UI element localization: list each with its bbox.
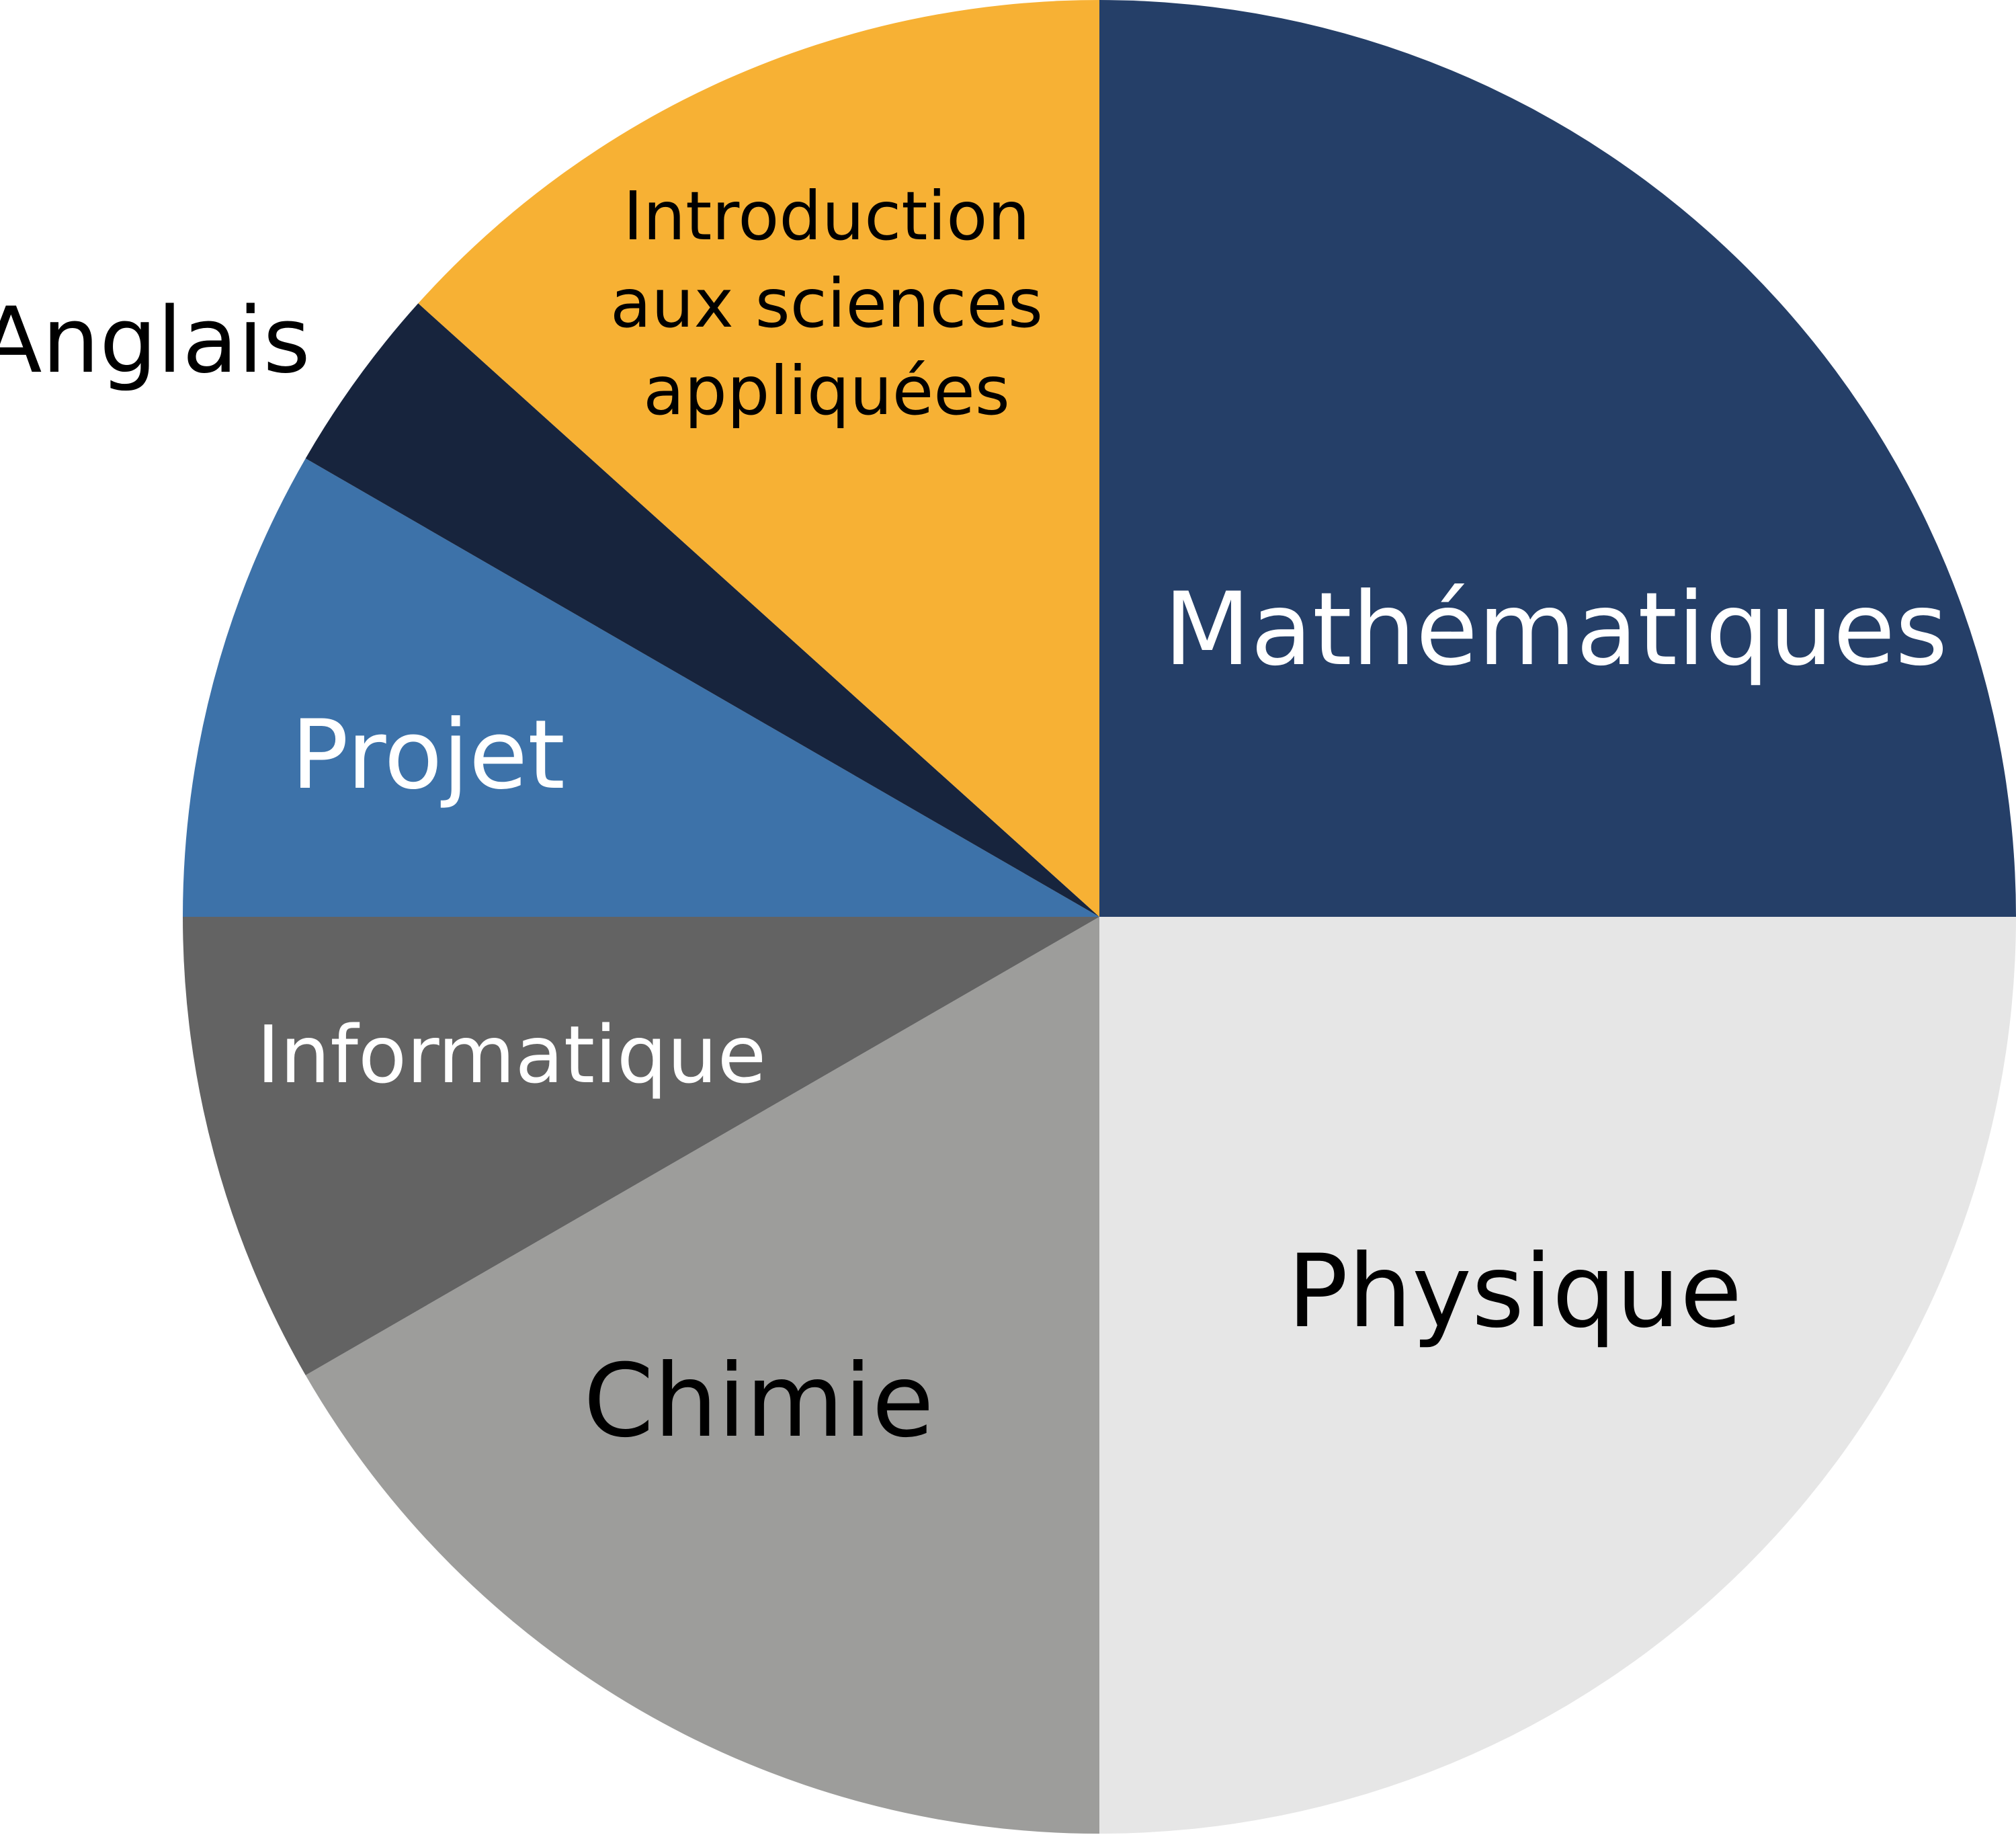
slice-label-mathematiques: Mathématiques: [1164, 571, 1948, 688]
slice-label-physique: Physique: [1288, 1233, 1742, 1350]
pie-slice-projet: [183, 458, 1099, 917]
slice-label-anglais: Anglais: [0, 288, 310, 393]
slice-label-line: Introduction: [623, 177, 1030, 255]
pie-slice-physique: [1099, 917, 2016, 1834]
slice-label-informatique: Informatique: [257, 1008, 766, 1101]
slice-label-line: appliquées: [643, 352, 1010, 430]
slice-label-projet: Projet: [291, 700, 565, 811]
pie-slice-anglais: [305, 303, 1100, 917]
pie-slice-informatique: [183, 917, 1099, 1375]
pie-slice-chimie: [305, 917, 1100, 1834]
slice-label-line: aux sciences: [610, 264, 1043, 343]
slice-label-chimie: Chimie: [583, 1343, 934, 1460]
slice-label-introduction-aux-sciences-appliquees: Introduction aux sciences appliquées: [610, 177, 1043, 430]
pie-slice-introduction-aux-sciences-appliquees: [418, 0, 1099, 917]
pie-slice-mathematiques: [1099, 0, 2016, 917]
